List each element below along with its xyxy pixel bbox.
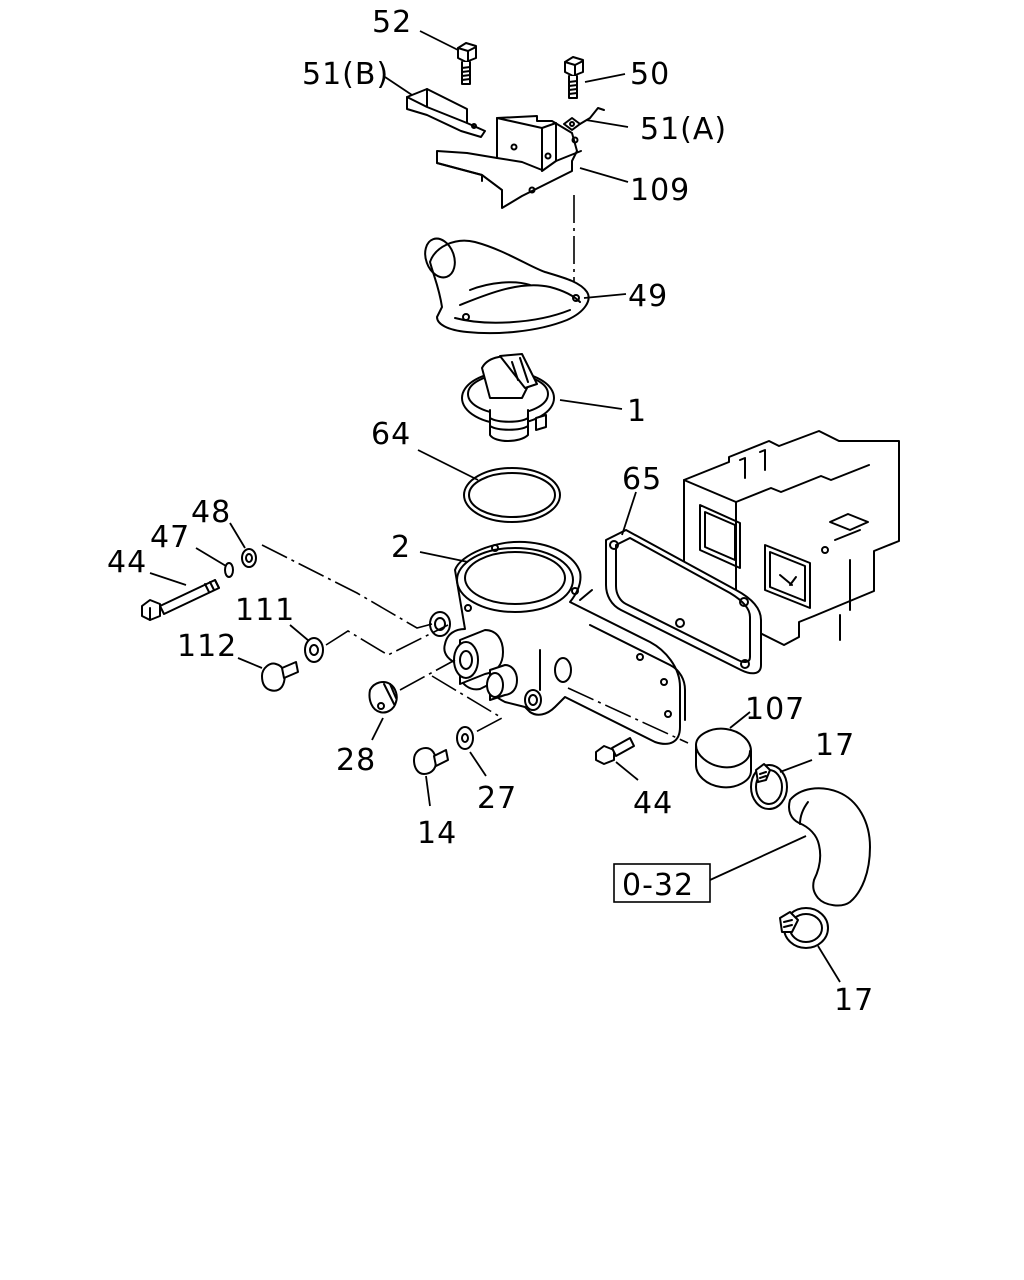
thermostat-cover-49[interactable] <box>420 234 590 335</box>
label-28: 28 <box>336 743 376 778</box>
bolt-112[interactable] <box>261 661 299 692</box>
bracket-109[interactable] <box>436 115 582 209</box>
label-51a: 51(A) <box>640 112 727 147</box>
label-1: 1 <box>627 394 647 429</box>
label-52: 52 <box>372 5 412 40</box>
label-48: 48 <box>191 495 231 530</box>
label-51b: 51(B) <box>302 57 389 92</box>
reference-label[interactable]: 0-32 <box>622 868 694 903</box>
label-14: 14 <box>417 816 457 851</box>
label-107: 107 <box>745 692 805 727</box>
coolant-hose <box>788 787 871 907</box>
label-44-top: 44 <box>107 545 147 580</box>
label-64: 64 <box>371 417 411 452</box>
reference-box <box>613 863 711 903</box>
bracket-51b[interactable] <box>406 88 486 138</box>
bolt-44-short[interactable] <box>595 737 635 765</box>
bolt-44-long[interactable] <box>141 579 220 621</box>
label-111: 111 <box>235 593 295 628</box>
washer-48[interactable] <box>241 548 257 568</box>
label-65: 65 <box>622 462 662 497</box>
clip-51a[interactable] <box>563 107 605 131</box>
label-17-lower: 17 <box>834 983 874 1018</box>
washer-111[interactable] <box>304 637 324 663</box>
o-ring-64[interactable] <box>463 467 561 523</box>
label-50: 50 <box>630 57 670 92</box>
label-49: 49 <box>628 279 668 314</box>
thermostat-1[interactable] <box>461 353 555 442</box>
label-109: 109 <box>630 173 690 208</box>
label-44-bottom: 44 <box>633 786 673 821</box>
label-2: 2 <box>391 530 411 565</box>
hose-clamp-17-upper[interactable] <box>750 763 788 810</box>
gasket-65[interactable] <box>605 529 762 675</box>
bolt-50[interactable] <box>564 56 584 99</box>
plug-28[interactable] <box>368 681 398 714</box>
sleeve-107[interactable] <box>695 727 752 789</box>
label-17-upper: 17 <box>815 728 855 763</box>
thermostat-housing-2[interactable] <box>429 540 686 745</box>
bolt-14[interactable] <box>413 747 449 775</box>
lock-washer-47[interactable] <box>224 562 234 578</box>
bolt-52[interactable] <box>457 42 477 85</box>
label-47: 47 <box>150 520 190 555</box>
washer-27[interactable] <box>456 726 474 750</box>
hose-clamp-17-lower[interactable] <box>779 907 829 949</box>
label-112: 112 <box>177 629 237 664</box>
label-27: 27 <box>477 781 517 816</box>
